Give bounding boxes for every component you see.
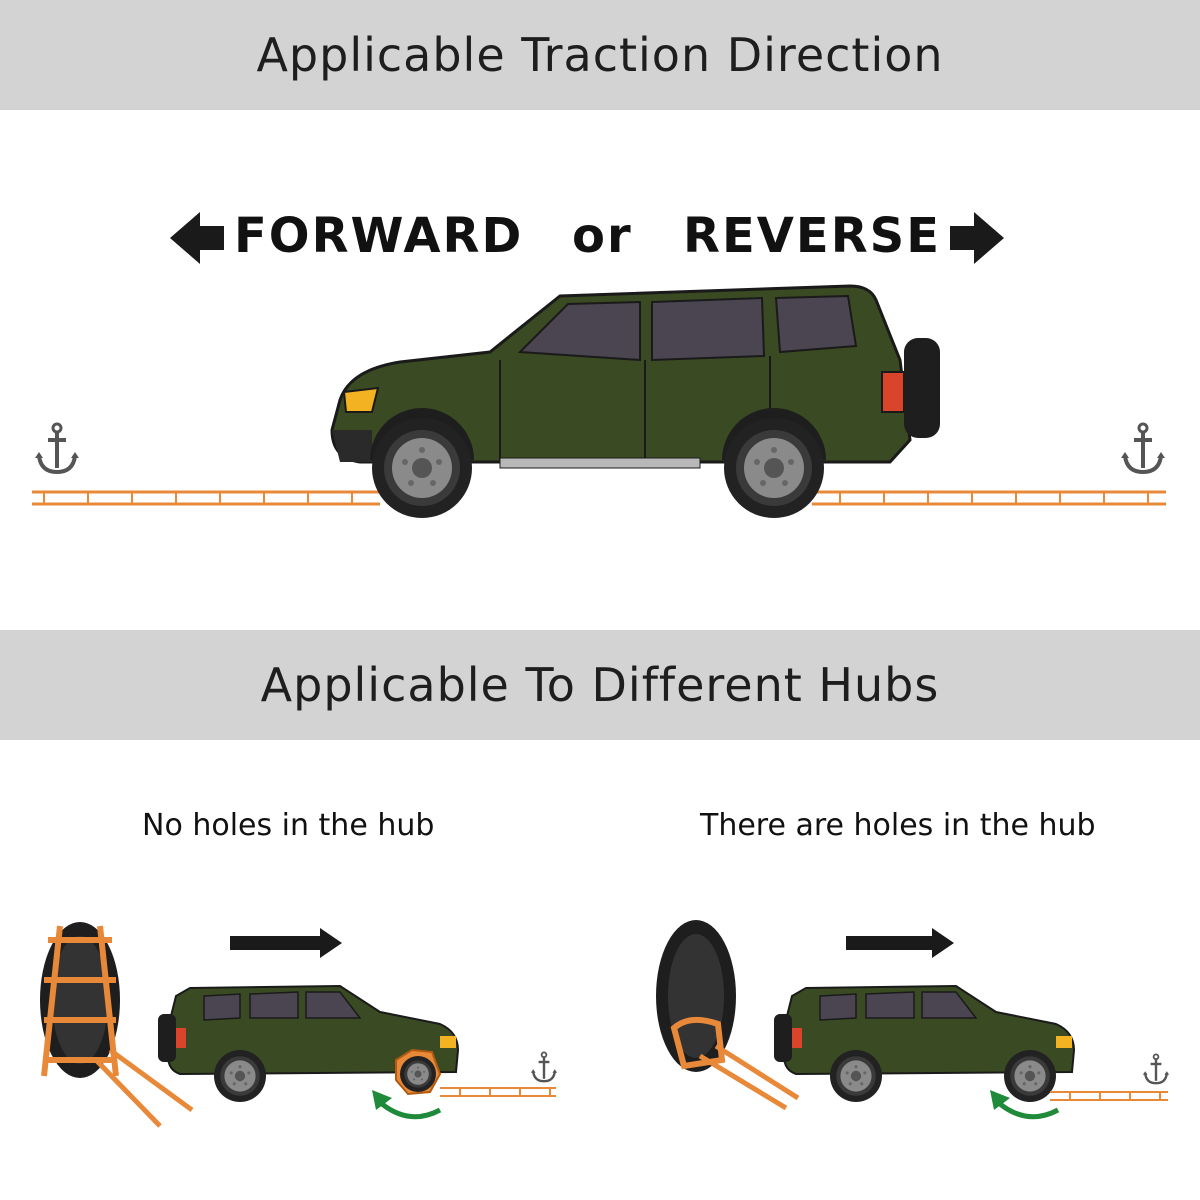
small-track	[440, 1087, 556, 1097]
no-holes-tire-illustration	[40, 922, 194, 1128]
anchor-icon	[33, 422, 81, 474]
left-arrow-icon	[170, 212, 224, 264]
holes-caption: There are holes in the hub	[700, 808, 1096, 843]
small-suv-illustration	[774, 984, 1076, 1102]
holes-tire-illustration	[656, 920, 800, 1111]
forward-label: FORWARD	[234, 208, 524, 264]
no-holes-caption: No holes in the hub	[142, 808, 435, 843]
small-track	[1050, 1091, 1168, 1101]
reverse-label: REVERSE	[683, 208, 942, 264]
curved-arrow-icon	[990, 1090, 1060, 1120]
anchor-icon	[1119, 422, 1167, 474]
suv-illustration	[330, 284, 940, 518]
anchor-icon	[529, 1051, 559, 1083]
anchor-icon	[1141, 1053, 1171, 1085]
hubs-header-band: Applicable To Different Hubs	[0, 630, 1200, 740]
small-suv-illustration	[158, 984, 460, 1102]
right-arrow-icon	[230, 928, 342, 958]
right-arrow-icon	[846, 928, 954, 958]
right-arrow-icon	[950, 212, 1004, 264]
or-label: or	[572, 208, 633, 264]
traction-title: Applicable Traction Direction	[256, 28, 944, 82]
traction-header-band: Applicable Traction Direction	[0, 0, 1200, 110]
right-track	[812, 490, 1166, 506]
hubs-title: Applicable To Different Hubs	[260, 658, 940, 712]
left-track	[32, 490, 380, 506]
curved-arrow-icon	[372, 1090, 442, 1120]
